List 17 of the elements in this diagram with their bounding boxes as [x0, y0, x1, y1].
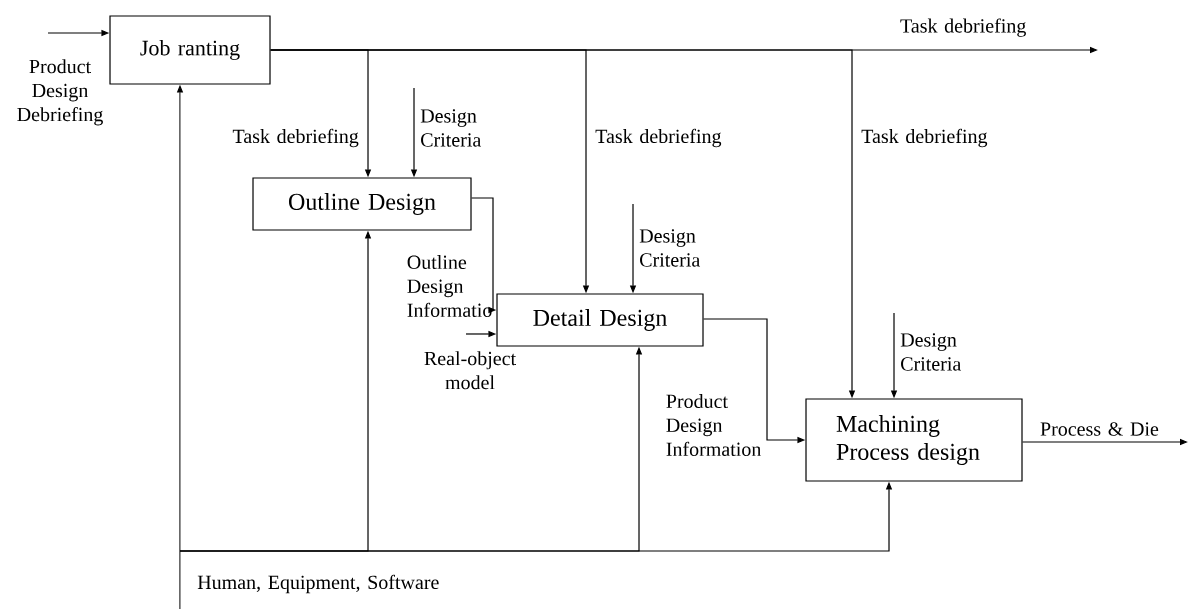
process-box: Machining Process design — [805, 398, 1023, 482]
process-box: Outline Design — [252, 177, 472, 231]
edge-label: Design Criteria — [420, 109, 481, 147]
edge-label: Design Criteria — [900, 333, 961, 371]
edge-label: Product Design Information — [666, 393, 762, 456]
edge-label: Task debriefing — [595, 128, 722, 148]
edge-label: Human, Equipment, Software — [197, 574, 439, 594]
edge-label: Real-object model — [424, 351, 516, 390]
edge-label: Task debriefing — [232, 128, 359, 148]
process-box: Detail Design — [496, 293, 704, 347]
edge-label: Process & Die — [1040, 422, 1159, 436]
edge-label: Task debriefing — [861, 128, 988, 148]
edge-label: Outline Design Informatio — [407, 254, 492, 317]
edge-label: Product Design Debriefing — [17, 59, 103, 126]
edge-label: Task debriefing — [900, 18, 1026, 37]
edge-label: Design Criteria — [639, 229, 700, 267]
process-box: Job ranting — [109, 15, 271, 85]
